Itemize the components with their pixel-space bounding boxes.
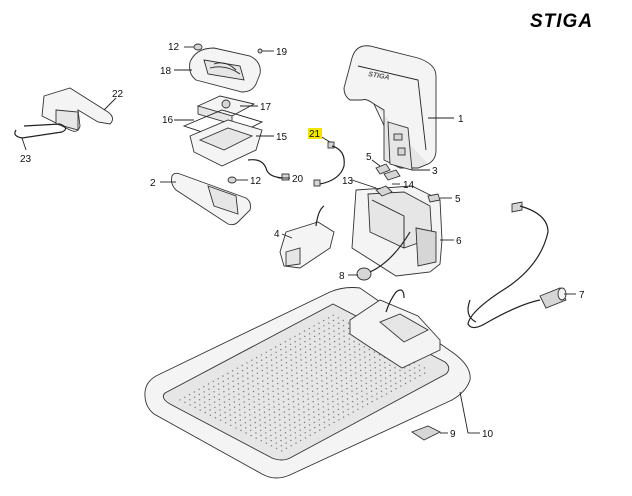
callout-5-lower: 5 bbox=[455, 194, 461, 205]
module-17 bbox=[196, 95, 256, 125]
screw-12-top bbox=[193, 43, 203, 51]
callout-1: 1 bbox=[458, 114, 464, 125]
callout-12-lower: 12 bbox=[250, 176, 262, 187]
callout-17: 17 bbox=[260, 102, 272, 113]
station-body bbox=[351, 185, 443, 277]
callout-labels: 12 19 18 22 17 16 15 21 23 1 5 3 2 12 20… bbox=[20, 42, 585, 440]
callout-3: 3 bbox=[432, 166, 438, 177]
callout-19: 19 bbox=[276, 47, 288, 58]
callout-20: 20 bbox=[292, 174, 304, 185]
callout-10: 10 bbox=[482, 429, 494, 440]
wire-hook-23 bbox=[14, 123, 67, 139]
top-housing-18 bbox=[189, 47, 261, 93]
screw-19 bbox=[257, 48, 263, 54]
screw-12-lower bbox=[227, 176, 237, 184]
small-clip-5b bbox=[427, 193, 441, 203]
callout-23: 23 bbox=[20, 154, 32, 165]
connector-clip bbox=[411, 425, 442, 441]
callout-9: 9 bbox=[450, 429, 456, 440]
leader-lines bbox=[21, 46, 576, 434]
callout-4: 4 bbox=[274, 229, 280, 240]
small-clip-5a bbox=[375, 163, 391, 175]
callout-7: 7 bbox=[579, 290, 585, 301]
small-clip-13 bbox=[375, 185, 393, 197]
callout-5: 5 bbox=[366, 152, 372, 163]
callout-6: 6 bbox=[456, 236, 462, 247]
callout-16: 16 bbox=[162, 115, 174, 126]
power-cable-7 bbox=[467, 201, 567, 329]
frame-15 bbox=[189, 119, 263, 167]
wire-harness-20 bbox=[247, 159, 290, 181]
callout-13: 13 bbox=[342, 176, 354, 187]
base-plate bbox=[144, 287, 471, 479]
bracket-4 bbox=[279, 205, 335, 269]
sensor-wire-21 bbox=[313, 141, 345, 187]
power-plug-8 bbox=[356, 231, 411, 281]
callout-14: 14 bbox=[403, 180, 415, 191]
callout-18: 18 bbox=[160, 66, 172, 77]
callout-8: 8 bbox=[339, 271, 345, 282]
small-clip-14 bbox=[383, 169, 401, 181]
svg-text:STIGA: STIGA bbox=[368, 71, 390, 82]
charging-contact-plate bbox=[171, 172, 251, 226]
callout-15: 15 bbox=[276, 132, 288, 143]
base-plate-grid bbox=[179, 314, 426, 452]
circuit-board bbox=[387, 121, 413, 171]
callout-12: 12 bbox=[168, 42, 180, 53]
callout-21-highlight bbox=[308, 128, 322, 139]
callout-2: 2 bbox=[150, 178, 156, 189]
callout-21: 21 bbox=[309, 129, 321, 140]
stiga-logo: STIGA bbox=[530, 11, 593, 32]
callout-22: 22 bbox=[112, 89, 124, 100]
